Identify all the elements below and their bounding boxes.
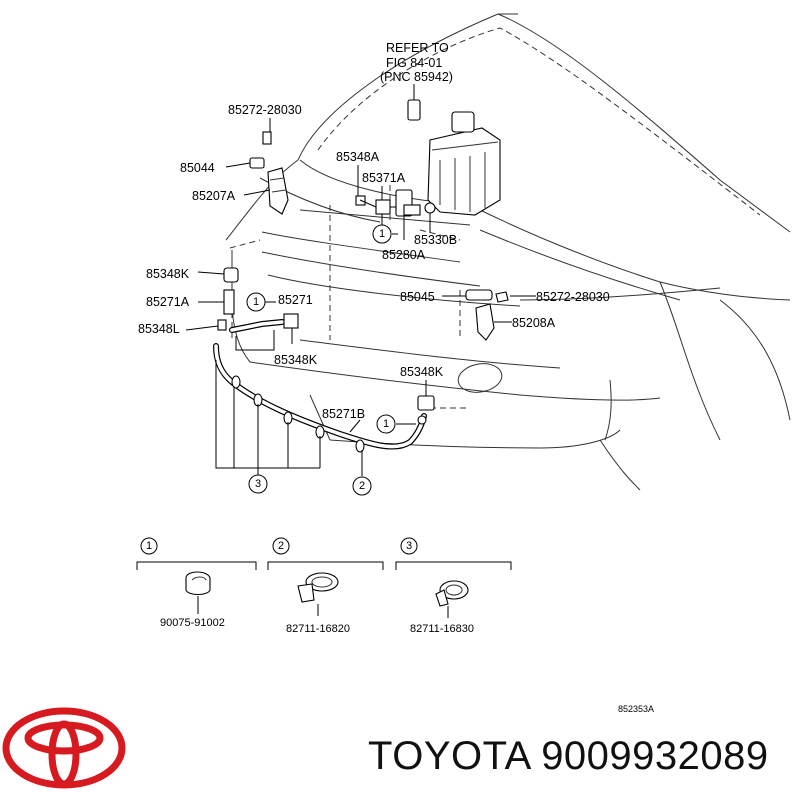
part-number: 9009932089 (541, 734, 769, 778)
label-85371A: 85371A (362, 171, 406, 185)
label-85272-28030-top: 85272-28030 (228, 103, 302, 117)
brand-name: TOYOTA (368, 734, 530, 778)
label-85348K-left: 85348K (146, 267, 190, 281)
long-hose (213, 343, 435, 453)
callout-1-left: 1 (253, 296, 259, 308)
part-labels: 85272-28030 85044 85207A 85348A 85371A 8… (138, 103, 610, 421)
label-85280A: 85280A (382, 248, 426, 262)
label-85348K-right: 85348K (400, 365, 444, 379)
legend-item-2: 2 82711-16820 (267, 537, 384, 635)
leader-lines (185, 118, 536, 476)
legend-part-3: 82711-16830 (410, 623, 474, 635)
legend: 1 90075-91002 2 82711-16820 3 (136, 537, 512, 635)
brand-footer: TOYOTA 9009932089 (368, 736, 769, 776)
legend-item-1: 1 90075-91002 (136, 537, 257, 629)
right-nozzle (465, 289, 509, 341)
legend-part-1: 90075-91002 (160, 617, 225, 629)
label-85208A: 85208A (512, 316, 556, 330)
label-85045: 85045 (400, 290, 435, 304)
vehicle-body-outline (225, 13, 791, 491)
note-line-3: (PNC 85942) (380, 70, 453, 84)
toyota-logo-icon (2, 707, 126, 789)
callout-2: 2 (359, 480, 365, 492)
pump-assembly (355, 189, 436, 217)
label-85348A: 85348A (336, 150, 380, 164)
note-line-2: FIG 84-01 (386, 56, 442, 70)
label-85271B: 85271B (322, 407, 365, 421)
callout-1-right: 1 (383, 418, 389, 430)
note-line-1: REFER TO (386, 41, 449, 55)
callout-1-top: 1 (379, 228, 385, 240)
figure-code: 852353A (618, 704, 654, 714)
legend-num-1: 1 (146, 540, 152, 552)
callout-3: 3 (255, 478, 261, 490)
label-85348L: 85348L (138, 322, 180, 336)
label-85348K-mid: 85348K (274, 353, 318, 367)
label-85271A: 85271A (146, 295, 190, 309)
legend-part-2: 82711-16820 (286, 623, 350, 635)
label-85272-28030-right: 85272-28030 (536, 290, 610, 304)
label-85271: 85271 (278, 293, 313, 307)
label-85044: 85044 (180, 161, 215, 175)
legend-num-3: 3 (406, 540, 412, 552)
label-85207A: 85207A (192, 189, 236, 203)
note-refer: REFER TO FIG 84-01 (PNC 85942) (380, 41, 453, 84)
label-85330B: 85330B (414, 233, 457, 247)
legend-num-2: 2 (278, 540, 284, 552)
diagram-callouts: 1 1 1 3 2 (246, 224, 396, 496)
legend-item-3: 3 82711-16830 (395, 537, 512, 635)
washer-tank (407, 84, 501, 216)
